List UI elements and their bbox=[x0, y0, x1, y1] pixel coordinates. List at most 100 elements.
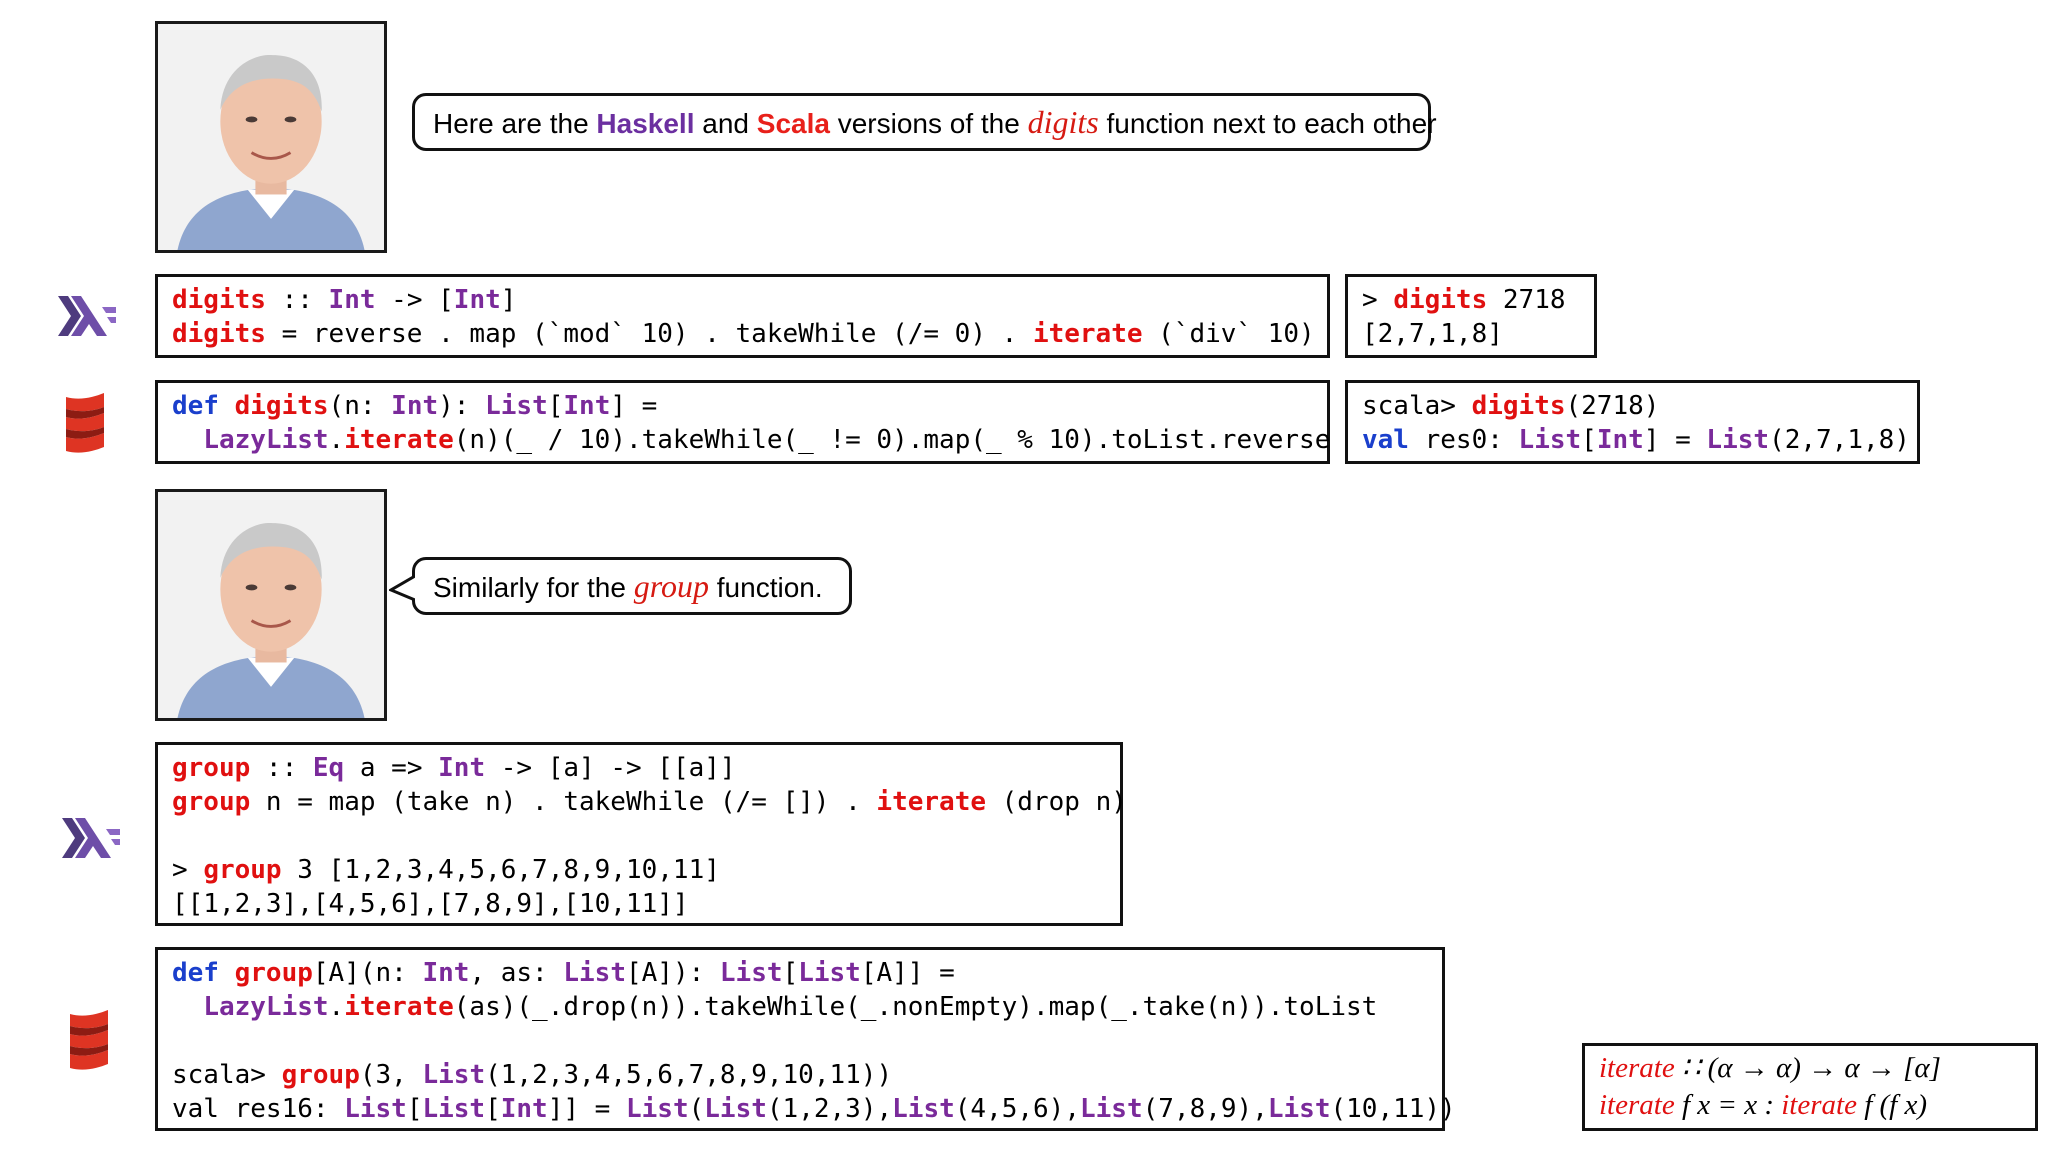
text-part: Similarly for the bbox=[433, 571, 634, 603]
code-token: scala> bbox=[1362, 391, 1472, 421]
code-token: n = map (take n) . takeWhile (/= []) . bbox=[250, 787, 877, 817]
code-token: group bbox=[281, 1060, 360, 1090]
haskell-group-code: group :: Eq a => Int -> [a] -> [[a]] gro… bbox=[155, 742, 1127, 926]
code-token bbox=[172, 992, 203, 1022]
math-token: iterate bbox=[1599, 1089, 1675, 1121]
code-token: 3 [1,2,3,4,5,6,7,8,9,10,11] bbox=[281, 855, 720, 885]
code-token: List bbox=[704, 1094, 767, 1124]
math-token: ∷ (α → α) → α → [α] bbox=[1674, 1052, 1941, 1084]
code-token: LazyList bbox=[203, 425, 329, 455]
code-token: (`div` 10) bbox=[1142, 319, 1315, 349]
haskell-word: Haskell bbox=[596, 107, 695, 139]
code-token: ] = bbox=[1643, 425, 1707, 455]
code-token: iterate bbox=[876, 787, 986, 817]
code-token: def bbox=[172, 958, 219, 988]
code-token: digits bbox=[172, 285, 266, 315]
code-token: List bbox=[719, 958, 783, 988]
code-token: List bbox=[626, 1094, 689, 1124]
bubble-text: Here are the Haskell and Scala versions … bbox=[433, 104, 1437, 141]
text-part: function. bbox=[708, 571, 823, 603]
code-token: res0: bbox=[1408, 425, 1519, 455]
code-token: :: bbox=[265, 285, 329, 315]
text-part: function next to each other bbox=[1098, 107, 1437, 139]
math-token: iterate bbox=[1599, 1052, 1675, 1084]
speech-bubble-group: Similarly for the group function. bbox=[389, 557, 852, 615]
code-token: (3, bbox=[359, 1060, 423, 1090]
code-token: 2718 bbox=[1487, 285, 1566, 315]
code-token: val res16: bbox=[172, 1094, 345, 1124]
function-name-group: group bbox=[633, 567, 709, 604]
code-token: (2718) bbox=[1565, 391, 1660, 421]
text-part: versions of the bbox=[829, 107, 1028, 139]
haskell-logo-icon bbox=[58, 296, 116, 336]
code-token: digits bbox=[1393, 285, 1488, 315]
math-token: f x = x : bbox=[1674, 1089, 1782, 1121]
code-token: a => bbox=[344, 753, 439, 783]
code-token: group bbox=[172, 753, 251, 783]
code-token: List bbox=[485, 391, 548, 421]
iterate-definition-box: iterate ∷ (α → α) → α → [α]iterate f x =… bbox=[1582, 1043, 2038, 1131]
code-token bbox=[172, 425, 203, 455]
code-token: [ bbox=[485, 1094, 501, 1124]
code-token: iterate bbox=[344, 425, 454, 455]
code-token: List bbox=[563, 958, 626, 988]
code-token: [A](n: bbox=[312, 958, 423, 988]
scala-digits-repl: scala> digits(2718) val res0: List[Int] … bbox=[1345, 380, 1920, 464]
code-token: LazyList bbox=[203, 992, 329, 1022]
code-token: iterate bbox=[344, 992, 454, 1022]
speech-bubble-digits: Here are the Haskell and Scala versions … bbox=[412, 93, 1437, 151]
scala-group-code: def group[A](n: Int, as: List[A]): List[… bbox=[155, 947, 1456, 1131]
code-token: :: bbox=[250, 753, 313, 783]
code-token: (10,11)) bbox=[1330, 1094, 1456, 1124]
code-token: List bbox=[892, 1094, 955, 1124]
code-token: List bbox=[798, 958, 861, 988]
code-token: Int bbox=[391, 391, 439, 421]
code-token: [ bbox=[1581, 425, 1597, 455]
portrait-photo bbox=[158, 24, 384, 250]
code-token: [2,7,1,8] bbox=[1362, 319, 1503, 349]
text-part: Here are the bbox=[433, 107, 597, 139]
code-token: def bbox=[172, 391, 219, 421]
code-token: Int bbox=[563, 391, 611, 421]
code-token: List bbox=[344, 1094, 407, 1124]
code-token: = reverse . map (`mod` 10) . takeWhile (… bbox=[265, 319, 1033, 349]
code-token: [ bbox=[406, 1094, 423, 1124]
code-token: val bbox=[1362, 425, 1409, 455]
haskell-digits-repl: > digits 2718 [2,7,1,8] bbox=[1345, 274, 1597, 358]
text-part: and bbox=[694, 107, 757, 139]
code-token: (4,5,6), bbox=[954, 1094, 1080, 1124]
code-token: group bbox=[203, 855, 282, 885]
function-name-digits: digits bbox=[1027, 103, 1099, 140]
code-token: Int bbox=[453, 285, 501, 315]
code-token: digits bbox=[172, 319, 266, 349]
code-token: ( bbox=[688, 1094, 705, 1124]
code-token: . bbox=[328, 425, 345, 455]
code-token: (n)(_ / 10).takeWhile(_ != 0).map(_ % 10… bbox=[453, 425, 1331, 455]
code-token: > bbox=[172, 855, 204, 885]
scala-logo-icon bbox=[70, 1010, 108, 1070]
code-token: List bbox=[1518, 425, 1582, 455]
code-token: iterate bbox=[1032, 319, 1143, 349]
presenter-portrait-top bbox=[155, 21, 387, 253]
code-token: Int bbox=[422, 958, 470, 988]
code-token: -> [a] -> [[a]] bbox=[485, 753, 736, 783]
code-token: Eq bbox=[312, 753, 345, 783]
code-token: group bbox=[172, 787, 251, 817]
code-token: Int bbox=[438, 753, 486, 783]
portrait-photo bbox=[158, 492, 384, 718]
code-token: [A]): bbox=[625, 958, 720, 988]
code-token: digits bbox=[1471, 391, 1566, 421]
math-token: f (f x) bbox=[1856, 1089, 1927, 1121]
code-token: (as)(_.drop(n)).takeWhile(_.nonEmpty).ma… bbox=[453, 992, 1378, 1022]
scala-logo-icon bbox=[66, 393, 104, 453]
scala-word: Scala bbox=[756, 107, 830, 139]
code-token: (1,2,3), bbox=[766, 1094, 893, 1124]
code-token: (7,8,9), bbox=[1142, 1094, 1268, 1124]
code-token: , as: bbox=[469, 958, 564, 988]
math-line-2: iterate f x = x : iterate f (f x) bbox=[1599, 1087, 2021, 1124]
code-token: > bbox=[1362, 285, 1394, 315]
bubble-text: Similarly for the group function. bbox=[433, 568, 823, 605]
code-token: group bbox=[218, 958, 313, 988]
math-line-1: iterate ∷ (α → α) → α → [α] bbox=[1599, 1050, 2021, 1087]
bubble-tail-icon bbox=[389, 574, 415, 602]
